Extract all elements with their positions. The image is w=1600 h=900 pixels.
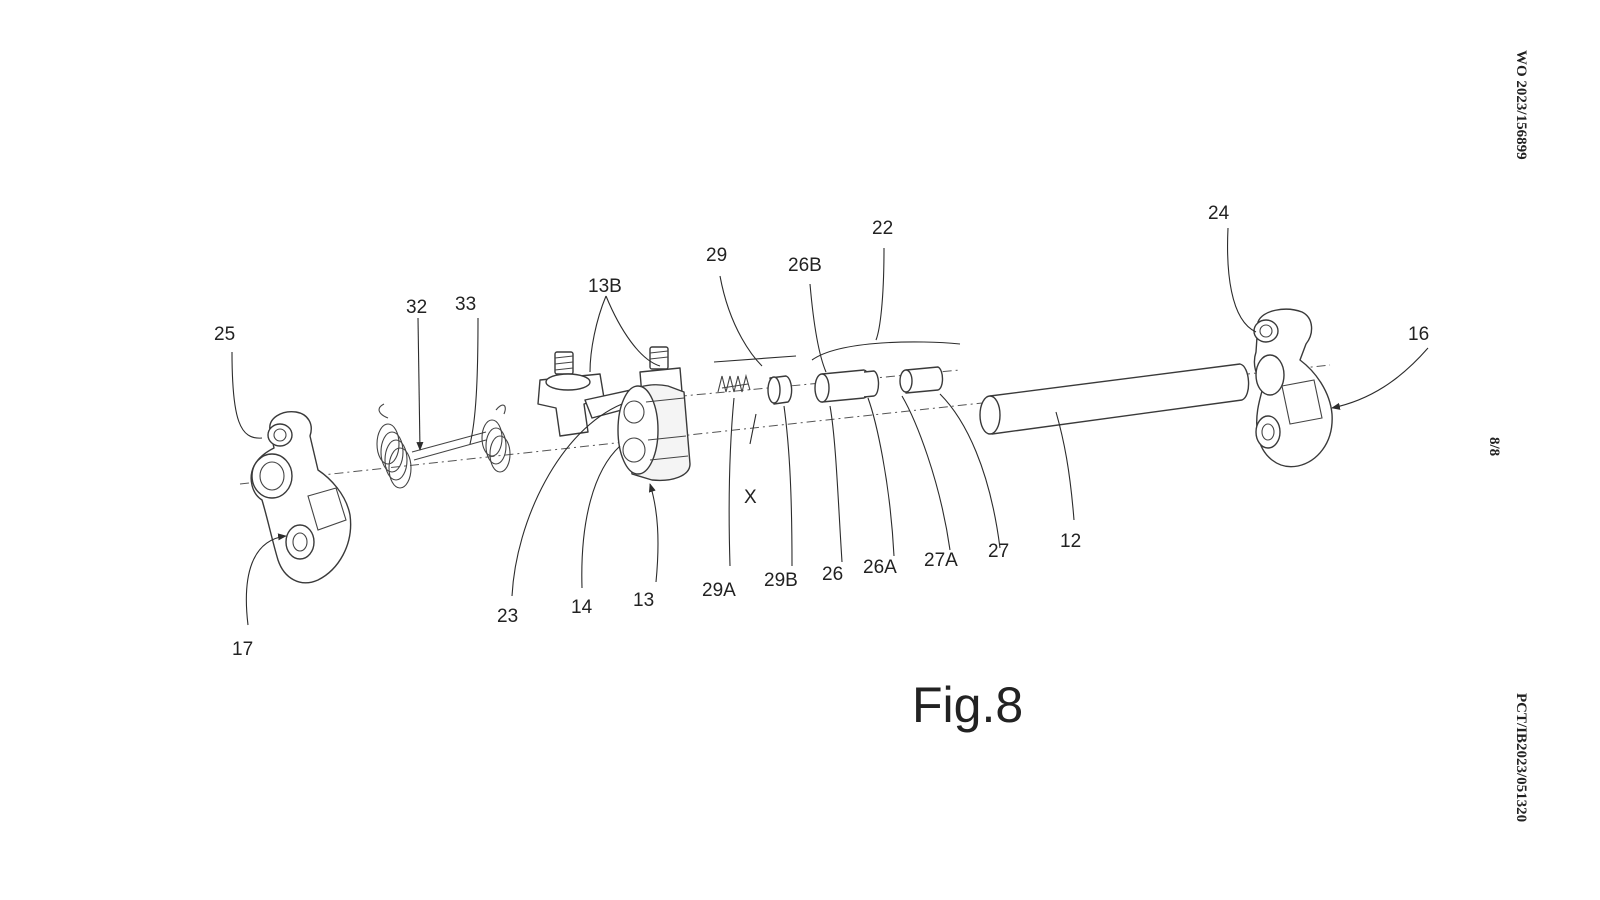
spring-29 xyxy=(717,373,793,405)
left-rocker-arm xyxy=(250,411,352,584)
label-29A: 29A xyxy=(702,580,736,601)
label-24: 24 xyxy=(1208,203,1230,224)
label-32: 32 xyxy=(406,297,427,318)
sleeve-26 xyxy=(814,369,880,403)
label-29: 29 xyxy=(706,245,727,266)
figure-title: Fig.8 xyxy=(912,677,1023,733)
label-13B: 13B xyxy=(588,276,622,297)
label-25: 25 xyxy=(214,324,235,345)
label-X: X xyxy=(744,487,757,508)
label-16: 16 xyxy=(1408,324,1429,345)
label-14: 14 xyxy=(571,597,593,618)
label-12: 12 xyxy=(1060,531,1081,552)
pin-27 xyxy=(899,366,944,394)
sheet-number: 8/8 xyxy=(1486,437,1502,456)
label-22: 22 xyxy=(872,218,893,239)
application-number: PCT/IB2023/051320 xyxy=(1513,693,1529,822)
label-29B: 29B xyxy=(764,570,798,591)
label-27: 27 xyxy=(988,541,1009,562)
publication-number: WO 2023/156899 xyxy=(1513,50,1529,160)
torsion-spring-assembly xyxy=(376,403,511,489)
leader-lines xyxy=(231,227,1429,626)
label-26B: 26B xyxy=(788,255,822,276)
label-26A: 26A xyxy=(863,557,897,578)
label-23: 23 xyxy=(497,606,518,627)
actuator-body xyxy=(537,346,691,482)
label-26: 26 xyxy=(822,564,843,585)
label-13: 13 xyxy=(633,590,654,611)
reference-labels: 25 17 32 33 13B 23 14 13 29 X 29A 29B 26… xyxy=(214,203,1429,660)
right-rocker-arm xyxy=(1253,308,1333,468)
label-27A: 27A xyxy=(924,550,958,571)
label-33: 33 xyxy=(455,294,476,315)
shaft-12 xyxy=(979,363,1250,435)
label-17: 17 xyxy=(232,639,253,660)
